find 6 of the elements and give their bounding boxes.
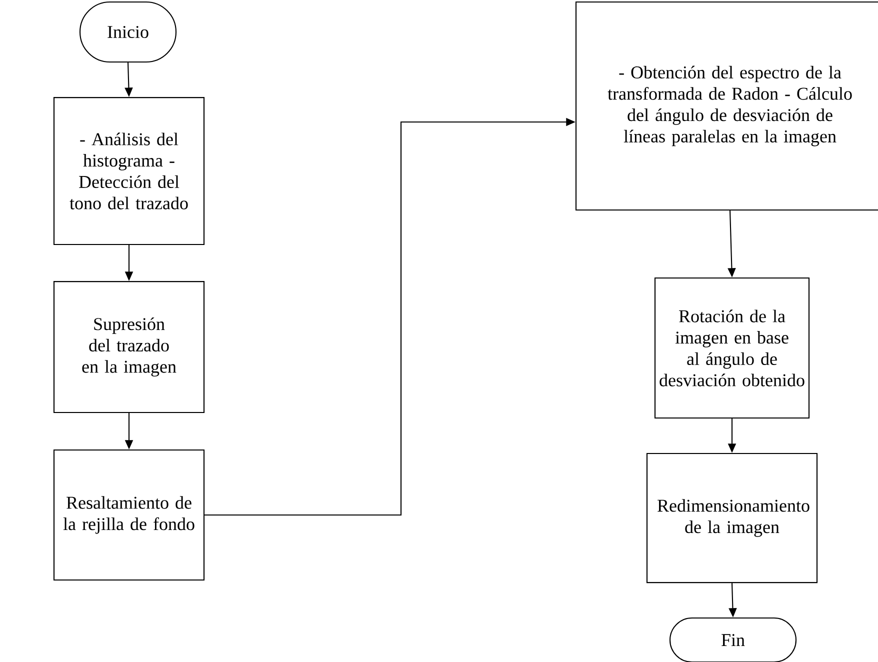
process-box: Redimensionamiento de la imagen <box>646 452 818 584</box>
process-box: Supresión del trazado en la imagen <box>53 281 205 413</box>
process-box: - Análisis del histograma - Detección del tono del trazado <box>53 97 205 245</box>
process-box: Rotación de la imagen en base al ángulo de desviación obtenido <box>654 277 810 419</box>
process-box: Resaltamiento de la rejilla de fondo <box>53 449 205 581</box>
process-box: - Obtención del espectro de la transformada de Radon - Cálculo del ángulo de desviación de líneas paralelas en la imagen <box>575 1 878 211</box>
